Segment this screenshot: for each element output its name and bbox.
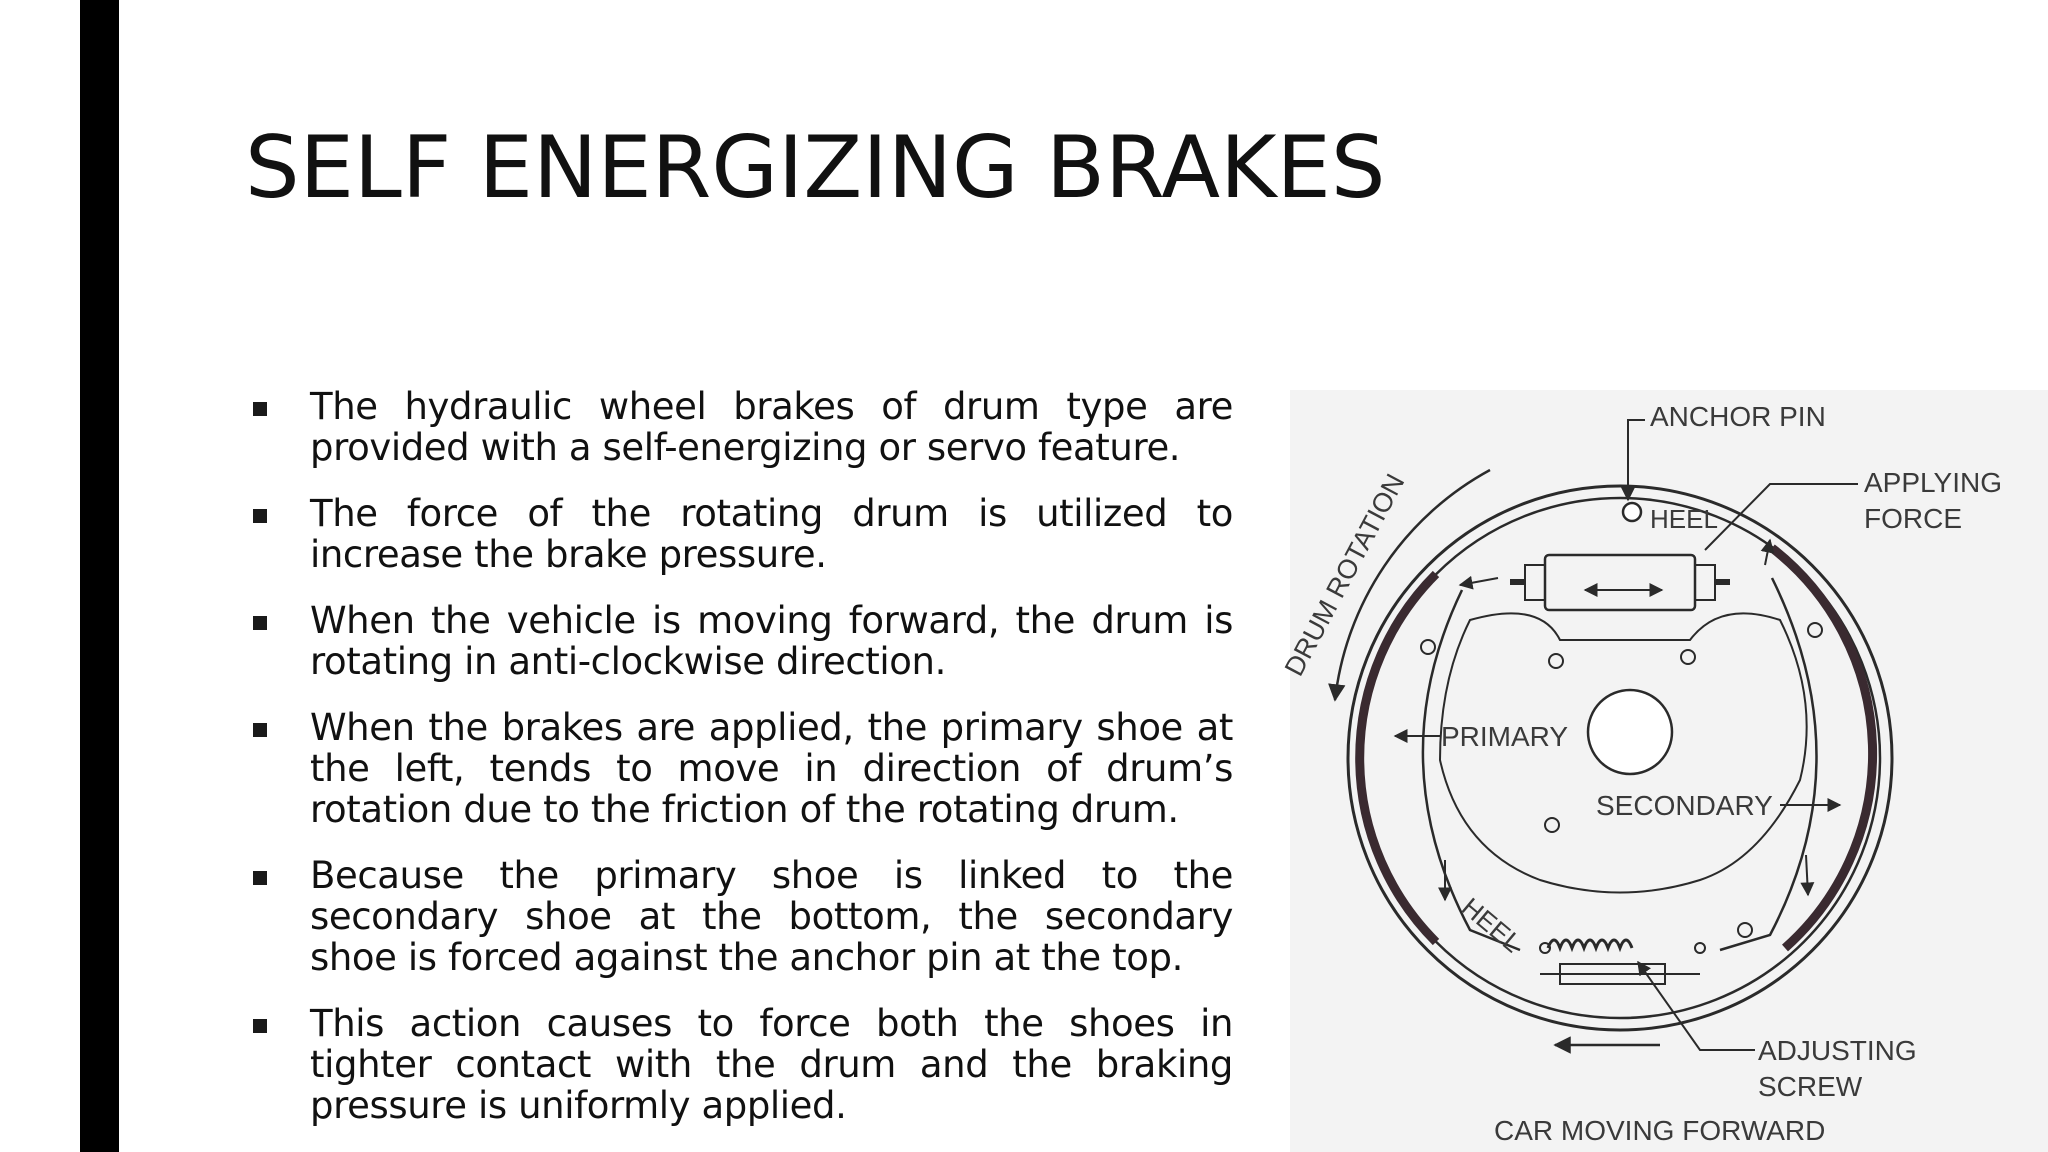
square-bullet-icon: [253, 616, 267, 630]
label-force: FORCE: [1864, 503, 1962, 534]
bullet-text: The force of the rotating drum is utiliz…: [310, 492, 1233, 576]
drum-rotation-arrow: [1328, 468, 1491, 702]
bullet-text: This action causes to force both the sho…: [310, 1002, 1233, 1127]
square-bullet-icon: [253, 1019, 267, 1033]
label-anchor-pin: ANCHOR PIN: [1650, 401, 1826, 432]
label-car-moving-forward: CAR MOVING FORWARD: [1494, 1115, 1825, 1146]
internal-arrow: [1760, 538, 1775, 566]
mounting-hole: [1807, 622, 1823, 638]
square-bullet-icon: [253, 509, 267, 523]
applying-force-leader: [1704, 483, 1858, 551]
internal-arrow: [1458, 575, 1499, 590]
bullet-text: When the vehicle is moving forward, the …: [310, 599, 1233, 683]
secondary-shoe: [1719, 577, 1818, 952]
left-accent-bar: [80, 0, 119, 1152]
mounting-hole: [1544, 817, 1560, 833]
spring-hook: [1694, 942, 1706, 954]
square-bullet-icon: [253, 402, 267, 416]
internal-arrow: [1800, 854, 1815, 897]
bullet-item: When the vehicle is moving forward, the …: [245, 600, 1233, 682]
square-bullet-icon: [253, 871, 267, 885]
bullet-text: When the brakes are applied, the primary…: [310, 706, 1233, 831]
square-bullet-icon: [253, 723, 267, 737]
bullet-item: The force of the rotating drum is utiliz…: [245, 493, 1233, 575]
drum-outer-ring: [1346, 484, 1894, 1032]
mounting-hole: [1737, 922, 1753, 938]
bullet-item: Because the primary shoe is linked to th…: [245, 855, 1233, 978]
primary-shoe: [1421, 589, 1521, 952]
drum-brake-svg: ANCHOR PIN APPLYING FORCE HEEL DRUM ROTA…: [1279, 390, 2048, 1152]
mounting-hole: [1548, 653, 1564, 669]
slide-title: SELF ENERGIZING BRAKES: [245, 118, 1386, 218]
drum-brake-diagram: ANCHOR PIN APPLYING FORCE HEEL DRUM ROTA…: [1270, 380, 2048, 1152]
label-adjusting: ADJUSTING: [1758, 1035, 1917, 1066]
label-applying: APPLYING: [1864, 467, 2002, 498]
spring-hook: [1539, 942, 1551, 954]
label-heel-top: HEEL: [1650, 504, 1718, 534]
bullet-item: When the brakes are applied, the primary…: [245, 707, 1233, 830]
backing-plate: [1438, 612, 1808, 894]
label-screw: SCREW: [1758, 1071, 1863, 1102]
mounting-hole: [1420, 639, 1436, 655]
label-secondary: SECONDARY: [1596, 790, 1773, 821]
anchor-pin-leader: [1621, 419, 1645, 502]
secondary-lining: [1769, 544, 1878, 952]
adjusting-screw-leader: [1637, 960, 1755, 1051]
return-spring: [1546, 938, 1634, 953]
bullet-text: The hydraulic wheel brakes of drum type …: [310, 385, 1233, 469]
hub-hole: [1586, 688, 1674, 776]
mounting-hole: [1680, 649, 1696, 665]
bullet-item: This action causes to force both the sho…: [245, 1003, 1233, 1126]
label-primary: PRIMARY: [1441, 721, 1568, 752]
bullet-list: The hydraulic wheel brakes of drum type …: [245, 386, 1233, 1151]
bullet-item: The hydraulic wheel brakes of drum type …: [245, 386, 1233, 468]
primary-lining: [1355, 570, 1440, 946]
bullet-text: Because the primary shoe is linked to th…: [310, 854, 1233, 979]
anchor-pin: [1621, 501, 1643, 523]
